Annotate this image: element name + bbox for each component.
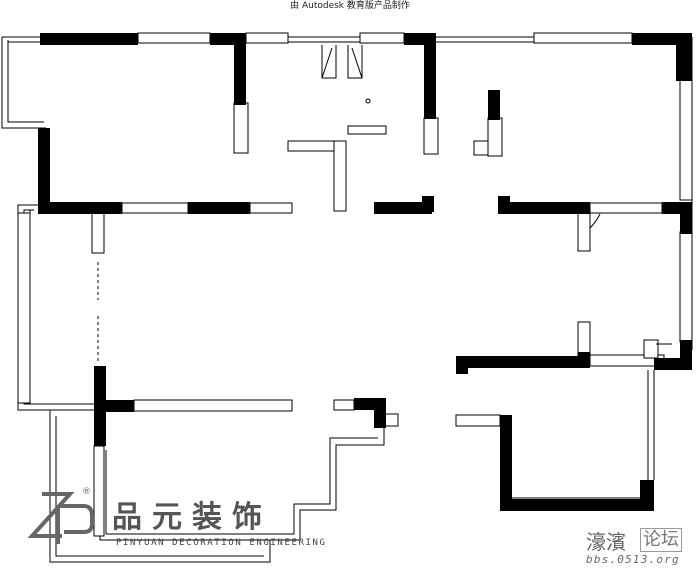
wall-segment (287, 140, 339, 152)
solid-walls (38, 33, 692, 511)
wall-segment (233, 102, 249, 154)
solid-wall (500, 499, 654, 511)
solid-wall (578, 352, 590, 362)
solid-wall (498, 202, 590, 214)
wall-segment (679, 231, 693, 343)
solid-wall (676, 33, 692, 81)
door-arc (589, 213, 601, 229)
corridor-step-line (99, 428, 385, 541)
solid-wall (456, 356, 590, 368)
door-leaf (351, 47, 363, 79)
wall-outlines (17, 32, 693, 537)
corridor-step-line-inner (105, 437, 378, 535)
wall-segment (137, 32, 211, 44)
autodesk-caption: 由 Autodesk 教育版产品制作 (290, 1, 410, 11)
door-swing (347, 45, 363, 79)
forum-boxed-label: 论坛 (640, 528, 682, 552)
wall-segment (91, 212, 105, 254)
solid-wall (488, 90, 500, 120)
solid-wall (680, 202, 692, 234)
balcony-line-outer (49, 410, 271, 563)
solid-wall (94, 400, 134, 412)
wall-segment (643, 339, 659, 359)
balcony-line-inner (55, 416, 264, 557)
left-window-line-inner (23, 209, 98, 405)
forum-url: bbs.0513.org (586, 553, 680, 566)
registered-mark: ® (82, 487, 91, 497)
zp-logo (27, 492, 94, 544)
wall-segment (383, 413, 399, 427)
solid-wall (38, 202, 122, 214)
wall-segment (121, 202, 189, 214)
solid-wall (456, 356, 468, 374)
wall-segment (533, 32, 633, 44)
door-leaf (321, 47, 333, 79)
wall-segment (359, 32, 405, 44)
top-window-line-inner (7, 40, 44, 123)
solid-wall (500, 415, 512, 511)
top-window-line (1, 37, 46, 129)
forum-name: 濠濱 (586, 530, 626, 554)
solid-wall (640, 480, 654, 510)
wall-segment (347, 125, 387, 135)
thin-outline-lines (1, 36, 693, 563)
logo-p-bowl (58, 504, 94, 534)
logo-z-stroke (27, 492, 75, 538)
wall-segment (133, 399, 293, 412)
fixture-dot (365, 98, 371, 104)
wall-segment (333, 399, 355, 411)
solid-wall (374, 202, 432, 214)
solid-wall (38, 128, 50, 214)
wall-segment (245, 32, 289, 44)
solid-wall (498, 196, 510, 212)
wall-segment (455, 414, 501, 427)
solid-wall (40, 33, 138, 45)
brand-chinese-name: 品元装饰 (112, 500, 272, 535)
wall-segment (577, 212, 591, 252)
wall-segment (423, 117, 439, 155)
solid-wall (422, 196, 434, 212)
door-swing (321, 45, 337, 79)
solid-wall (654, 358, 692, 370)
wall-segment (589, 202, 663, 214)
solid-wall (424, 33, 436, 119)
brand-english-name: PINYUAN DECORATION ENGINEERING (116, 538, 327, 548)
solid-wall (188, 202, 250, 214)
wall-segment (17, 212, 31, 404)
wall-segment (249, 202, 293, 214)
solid-wall (374, 398, 386, 428)
solid-wall (234, 33, 246, 105)
fixtures (97, 45, 672, 362)
wall-segment (333, 140, 347, 212)
wall-segment (487, 117, 503, 157)
